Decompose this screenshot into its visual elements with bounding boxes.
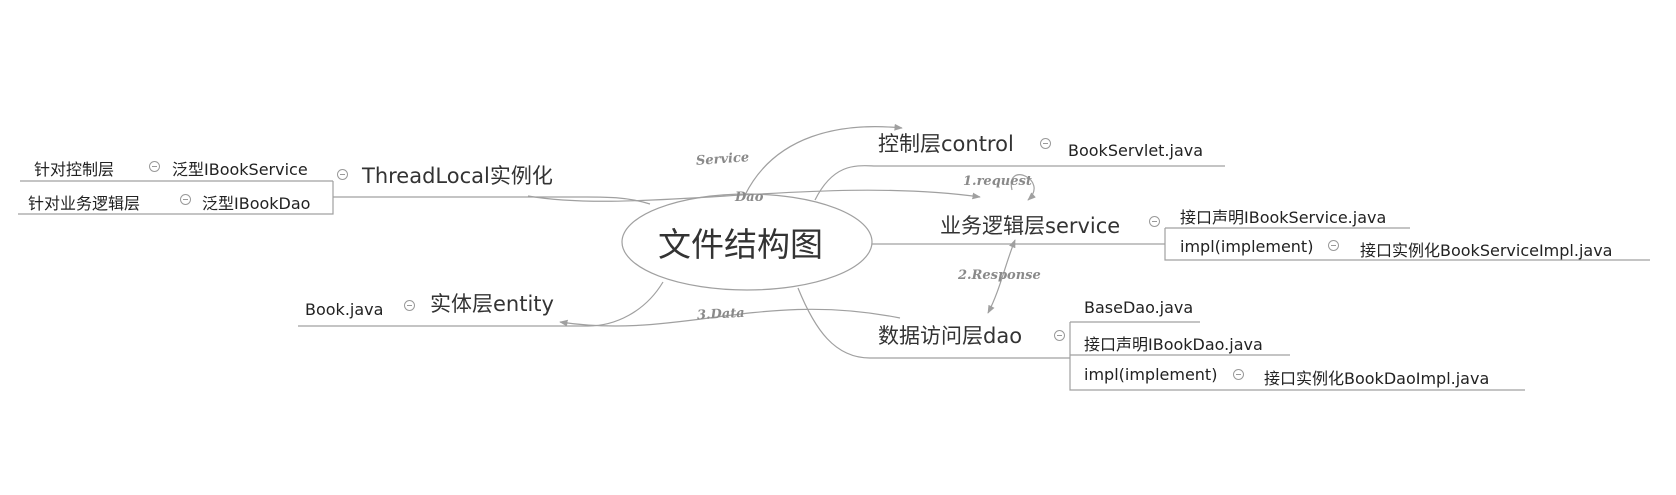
line-service-child-2 bbox=[1164, 228, 1650, 261]
relationship-response-line bbox=[987, 239, 1016, 314]
collapse-toggle-control[interactable] bbox=[1040, 138, 1051, 149]
relationship-label-response: 2.Response bbox=[958, 268, 1041, 283]
center-topic-oval bbox=[621, 193, 873, 291]
collapse-toggle-service[interactable] bbox=[1149, 216, 1160, 227]
collapse-toggle-dao[interactable] bbox=[1054, 330, 1065, 341]
branch-control[interactable]: 控制层control bbox=[878, 132, 1014, 156]
node-basedao[interactable]: BaseDao.java bbox=[1084, 298, 1194, 317]
node-generic-ibookservice[interactable]: 泛型IBookService bbox=[172, 160, 308, 179]
line-threadlocal-child-2 bbox=[18, 181, 334, 215]
node-ibookdao[interactable]: 接口声明IBookDao.java bbox=[1084, 335, 1263, 354]
relationship-label-data: 3.Data bbox=[696, 305, 746, 324]
collapse-toggle-for-service[interactable] bbox=[180, 194, 191, 205]
node-book-java[interactable]: Book.java bbox=[305, 300, 384, 319]
relationship-data-line bbox=[559, 308, 901, 327]
node-dao-impl[interactable]: impl(implement) bbox=[1084, 365, 1218, 384]
node-ibookservice[interactable]: 接口声明IBookService.java bbox=[1180, 208, 1387, 227]
center-topic[interactable]: 文件结构图 bbox=[658, 225, 823, 264]
branch-dao[interactable]: 数据访问层dao bbox=[878, 324, 1023, 348]
node-bookservlet[interactable]: BookServlet.java bbox=[1068, 141, 1204, 160]
node-for-control[interactable]: 针对控制层 bbox=[34, 160, 115, 179]
node-service-impl[interactable]: impl(implement) bbox=[1180, 237, 1314, 256]
branch-threadlocal[interactable]: ThreadLocal实例化 bbox=[362, 164, 553, 188]
relationship-label-dao: Dao bbox=[735, 190, 764, 205]
connector-control bbox=[814, 165, 1225, 201]
line-dao-child-3 bbox=[1069, 322, 1525, 391]
relationship-dao-line bbox=[527, 189, 981, 202]
branch-service[interactable]: 业务逻辑层service bbox=[940, 214, 1121, 238]
collapse-toggle-threadlocal[interactable] bbox=[337, 169, 348, 180]
connector-threadlocal bbox=[333, 196, 651, 205]
collapse-toggle-for-control[interactable] bbox=[149, 161, 160, 172]
relationship-request-line bbox=[1010, 174, 1036, 201]
relationship-label-request: 1.request bbox=[963, 174, 1032, 189]
branch-entity[interactable]: 实体层entity bbox=[430, 292, 554, 316]
node-bookdaoimpl[interactable]: 接口实例化BookDaoImpl.java bbox=[1264, 369, 1490, 388]
node-generic-ibookdao[interactable]: 泛型IBookDao bbox=[202, 194, 311, 213]
node-bookserviceimpl[interactable]: 接口实例化BookServiceImpl.java bbox=[1360, 241, 1613, 260]
collapse-toggle-entity[interactable] bbox=[404, 300, 415, 311]
collapse-toggle-service-impl[interactable] bbox=[1328, 240, 1339, 251]
connector-dao bbox=[797, 287, 1070, 359]
relationship-service-line bbox=[744, 123, 903, 196]
node-for-service[interactable]: 针对业务逻辑层 bbox=[28, 194, 141, 213]
connector-entity bbox=[298, 281, 664, 327]
collapse-toggle-dao-impl[interactable] bbox=[1233, 369, 1244, 380]
